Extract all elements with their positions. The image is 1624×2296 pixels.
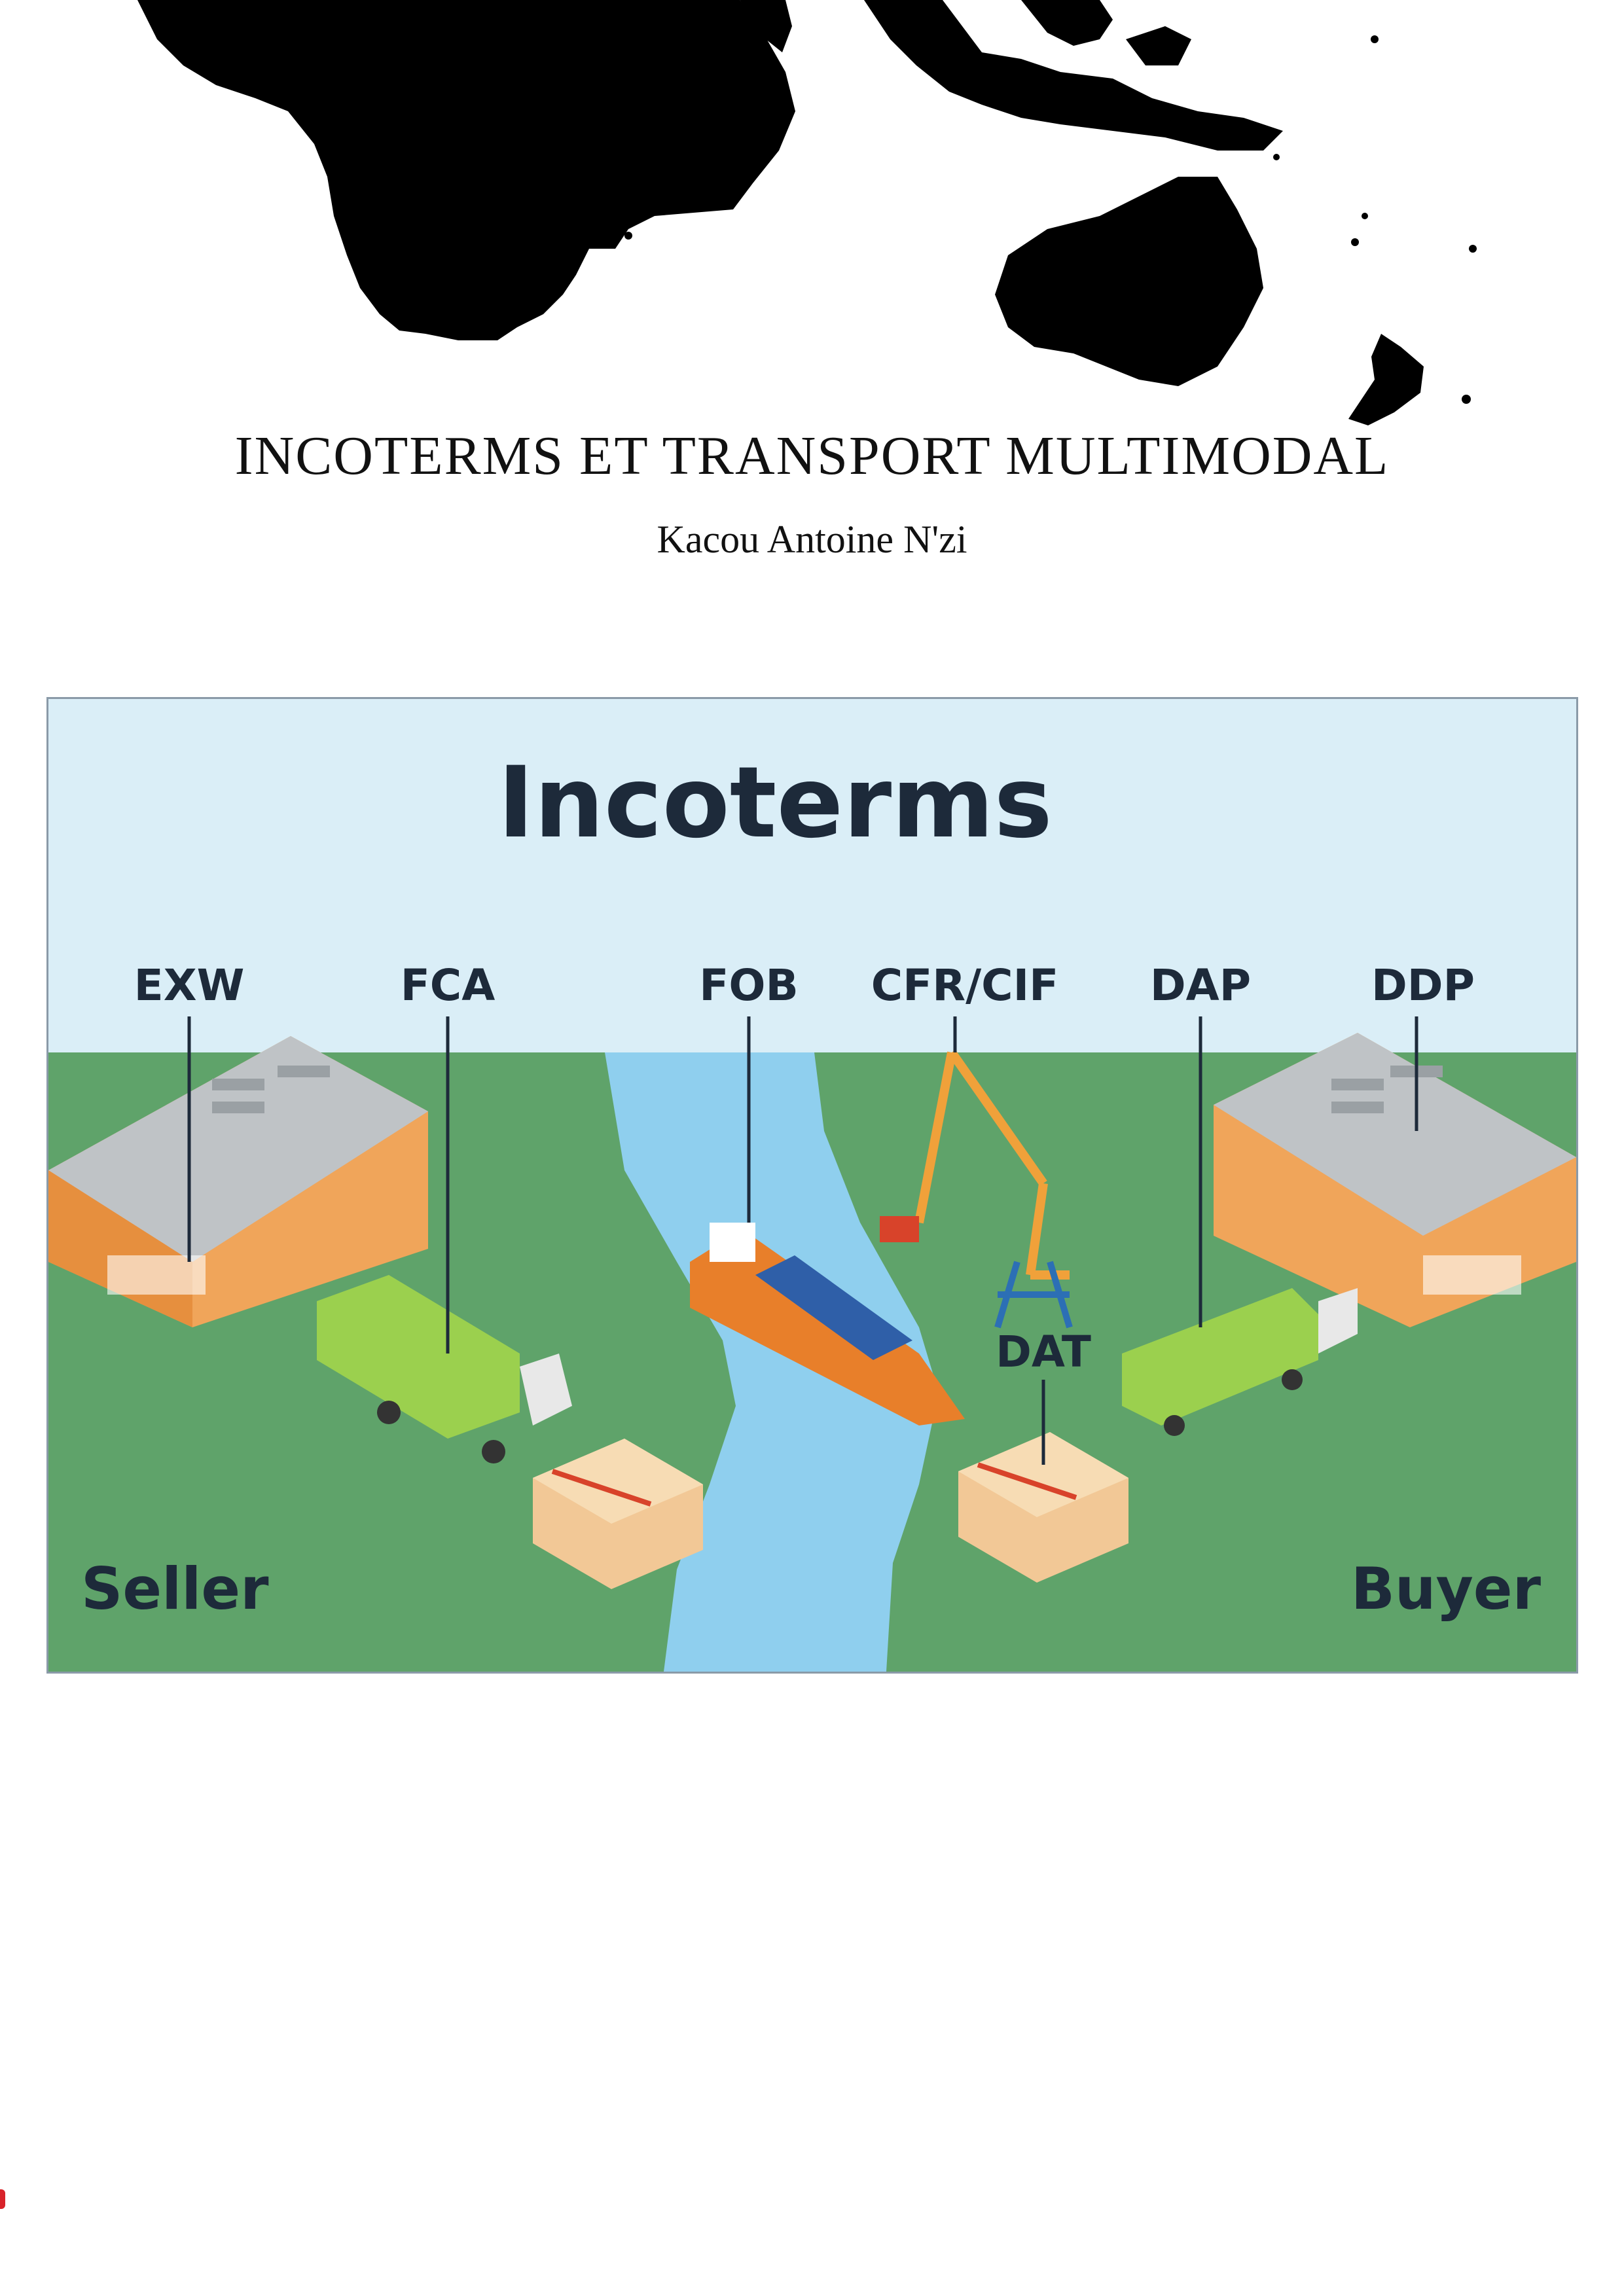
crates-icon (958, 1432, 1128, 1583)
crane-icon (914, 1049, 1070, 1280)
warehouse-icon (1214, 1033, 1576, 1327)
ship-icon (690, 1223, 965, 1426)
term-label-ddp: DDP (1371, 960, 1475, 1011)
illustration-heading: Incoterms (497, 746, 1053, 860)
term-label-exw: EXW (134, 960, 245, 1011)
river (605, 1052, 939, 1672)
world-map-icon (137, 0, 1477, 425)
page-title: INCOTERMS ET TRANSPORT MULTIMODAL (234, 425, 1390, 486)
incoterms-illustration: Incoterms (46, 697, 1578, 1674)
term-label-cfr-cif: CFR/CIF (871, 960, 1059, 1011)
term-label-dat: DAT (996, 1327, 1091, 1377)
term-label-dap: DAP (1150, 960, 1251, 1011)
term-label-fca: FCA (401, 960, 496, 1011)
truck-icon (1122, 1288, 1358, 1436)
truck-icon (317, 1275, 572, 1463)
warehouse-icon (48, 1036, 428, 1327)
term-label-fob: FOB (699, 960, 799, 1011)
term-pointers (187, 1016, 1418, 1465)
seller-label: Seller (81, 1555, 269, 1623)
author-name: Kacou Antoine N'zi (657, 518, 967, 561)
sky-area (48, 699, 1576, 1052)
buyer-label: Buyer (1351, 1555, 1542, 1623)
corner-mark (0, 2189, 5, 2209)
crane-base (994, 1261, 1073, 1329)
container (880, 1216, 919, 1242)
crates-icon (533, 1439, 703, 1589)
